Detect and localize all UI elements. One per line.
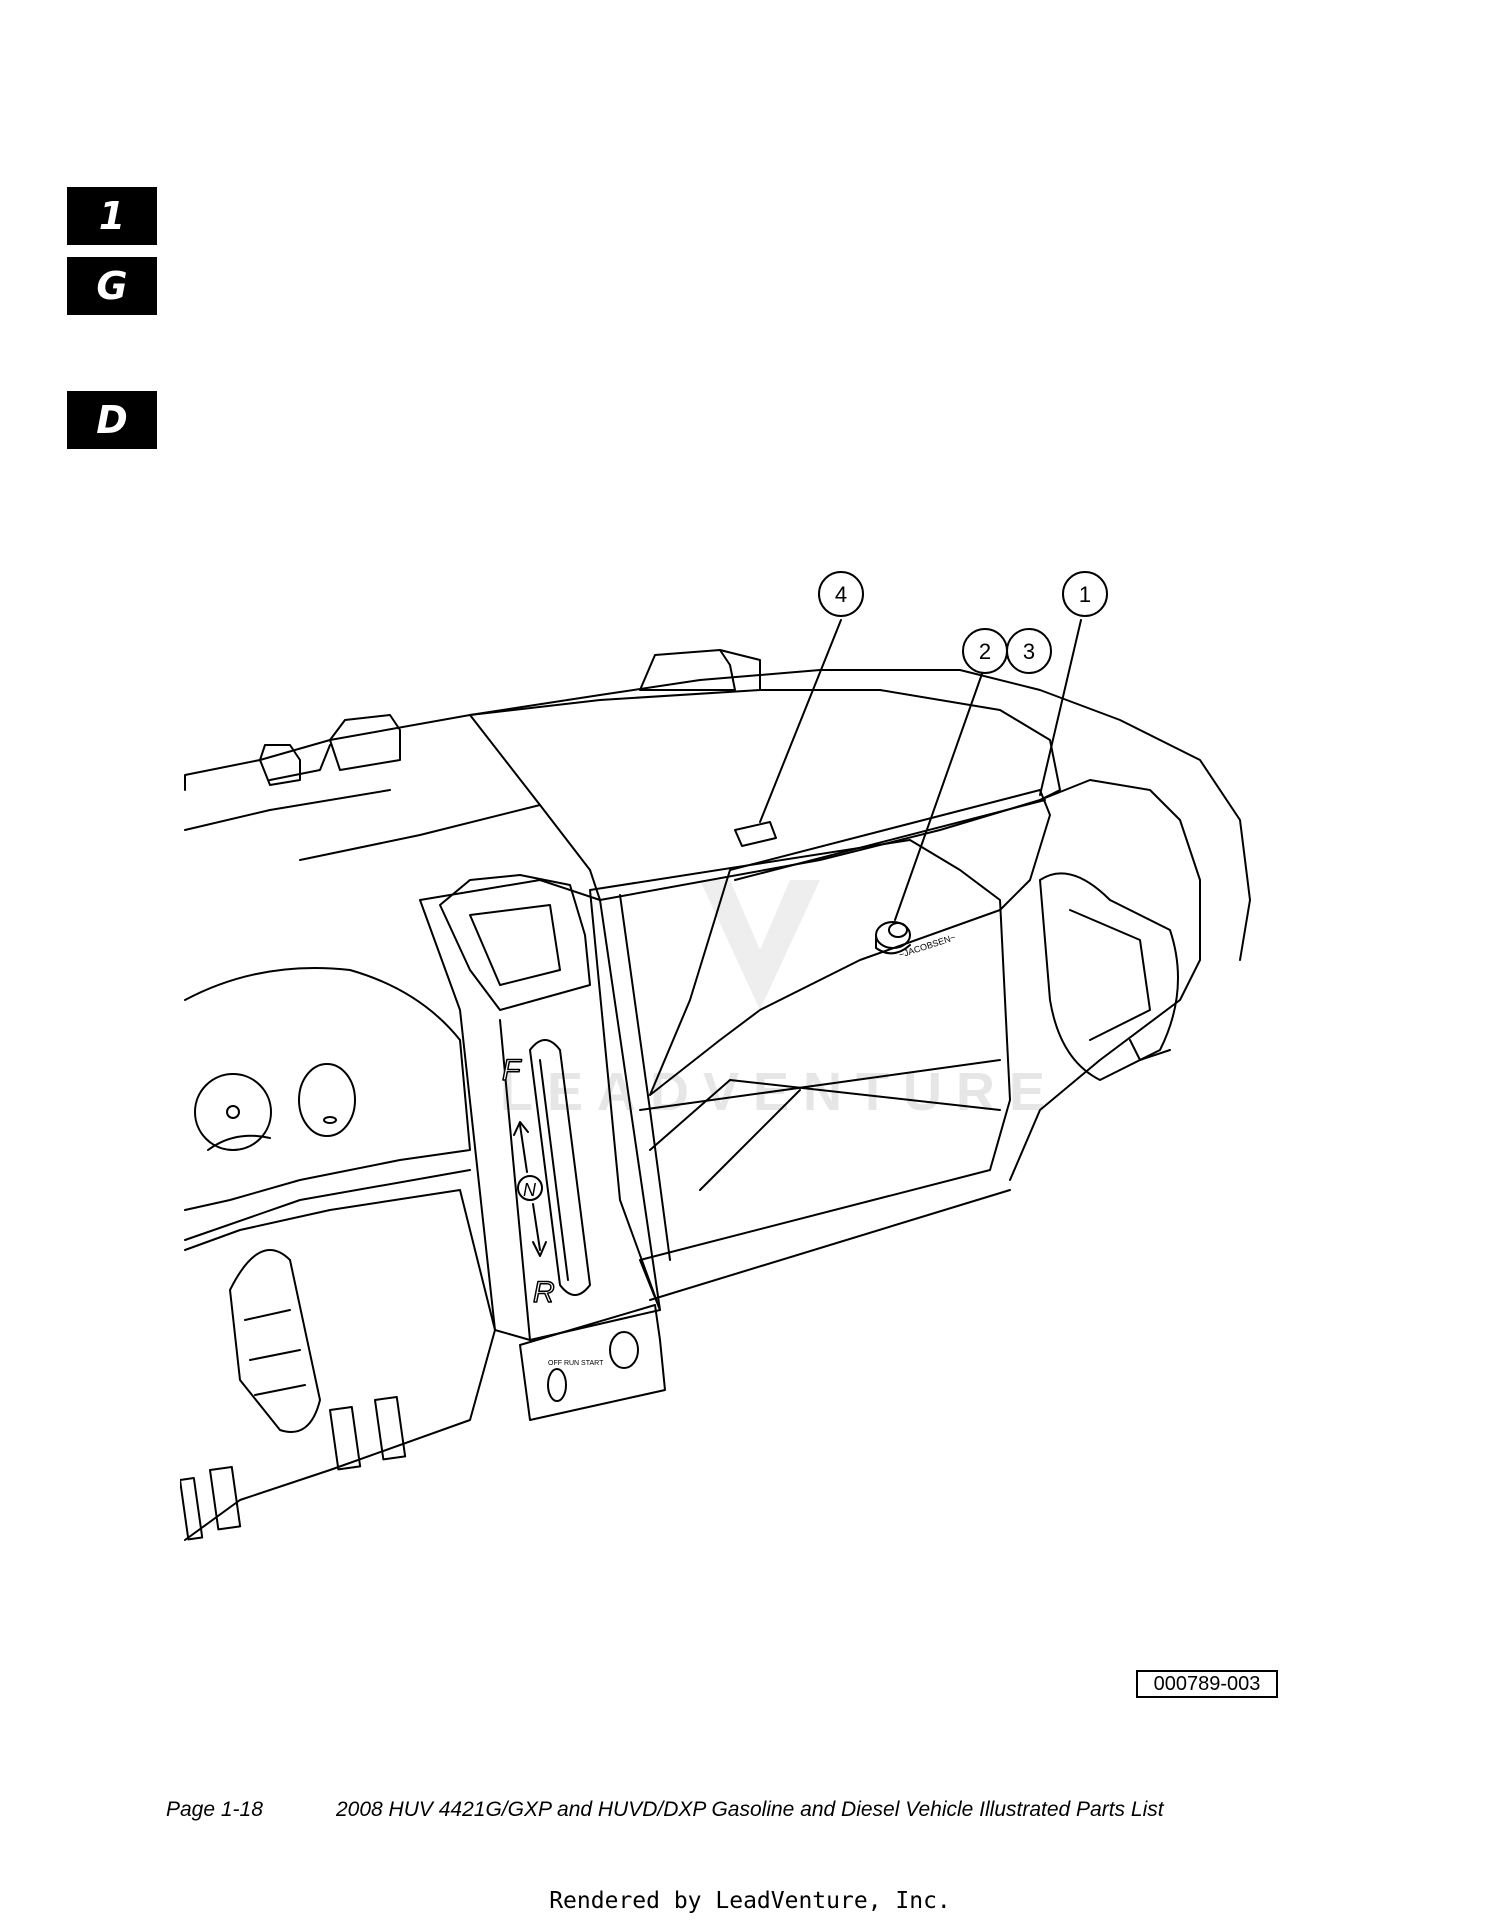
shifter-column-edge: [499, 1019, 531, 1341]
switch-4: [180, 1477, 204, 1541]
dash-crease: [299, 804, 541, 861]
cup-holder: [1039, 872, 1179, 1081]
glovebox-bottom-edge: [649, 1189, 1011, 1301]
vent-left-slats: [244, 1309, 306, 1396]
instrument-hood: [184, 967, 471, 1211]
latch-knob-base: [875, 934, 911, 955]
key-switch-ring: [547, 1368, 567, 1402]
rear-bracket-1: [259, 744, 301, 786]
glovebox-floor-line: [699, 1089, 801, 1191]
key-switch-panel: [519, 1304, 666, 1421]
right-side-panel: [1009, 779, 1201, 1181]
glovebox-floor-edge: [639, 1059, 1001, 1111]
cup-holder-tab: [1129, 1039, 1171, 1061]
switch-3: [209, 1465, 242, 1531]
section-tab-1: 1: [67, 187, 157, 245]
shifter-slot: [529, 1039, 591, 1296]
latch-tab: [734, 821, 777, 847]
cup-holder-inner: [1069, 909, 1151, 1041]
glovebox-opening: [589, 839, 1011, 1311]
vent-left: [229, 1249, 321, 1433]
glovebox-floor-inner: [649, 1079, 1001, 1151]
switch-2: [374, 1395, 407, 1461]
footer-page-number: Page 1-18: [166, 1798, 263, 1821]
dash-rear-bracket-left: [269, 744, 331, 781]
shifter-arrow-down: [532, 1203, 547, 1257]
gauge-fuel-center: [323, 1116, 337, 1124]
shifter-label-reverse: R: [533, 1276, 555, 1309]
callout-4-label: 4: [835, 582, 847, 607]
key-switch-label: OFF RUN START: [548, 1360, 604, 1367]
shifter-column: [419, 879, 661, 1341]
callout-3-label: 3: [1023, 639, 1035, 664]
dash-rear-edge: [184, 789, 391, 831]
shifter-label-neutral: N: [523, 1180, 537, 1200]
shifter-arrow-up: [513, 1121, 529, 1173]
rear-bracket-4: [719, 649, 761, 691]
shifter-label-forward: F: [502, 1054, 522, 1087]
gauge-speedometer: [194, 1073, 272, 1151]
callout-4: [818, 571, 864, 617]
rendered-by-credit: Rendered by LeadVenture, Inc.: [549, 1888, 951, 1914]
gauge-speedometer-center: [226, 1105, 240, 1119]
callout-leader-1: [1039, 619, 1082, 796]
callout-leader-2: [894, 670, 984, 921]
dashboard-glovebox-diagram: LEADVENTURE ~JACOBSEN~ F R N O: [180, 571, 1251, 1541]
grab-handle: [439, 874, 591, 1011]
glovebox-door: [649, 789, 1051, 1096]
callout-1: [1062, 571, 1108, 617]
figure-id-box: 000789-003: [1136, 1670, 1278, 1698]
gauge-speedometer-needle: [207, 1134, 271, 1151]
rear-bracket-2: [329, 714, 401, 771]
section-tab-g: G: [67, 257, 157, 315]
upper-dash-panel: [469, 689, 1061, 901]
callout-leader-4: [759, 619, 842, 823]
shifter-neutral-circle: [517, 1175, 543, 1201]
footer-document-title: 2008 HUV 4421G/GXP and HUVD/DXP Gasoline…: [336, 1798, 1164, 1821]
latch-knob-face: [888, 922, 908, 938]
shifter-slot-inner: [539, 1059, 569, 1281]
callout-3: [1006, 628, 1052, 674]
rear-bracket-3: [639, 649, 736, 691]
key-switch: [609, 1331, 639, 1369]
watermark-logo: [700, 880, 820, 1010]
dash-lower-face: [184, 1189, 496, 1541]
instrument-cluster-base: [184, 1169, 471, 1241]
section-tab-d: D: [67, 391, 157, 449]
callout-2-label: 2: [979, 639, 991, 664]
switch-1: [328, 1405, 362, 1471]
glovebox-door-edge: [734, 799, 1046, 881]
callout-1-label: 1: [1079, 582, 1091, 607]
grab-handle-inner: [469, 904, 561, 986]
gauge-fuel: [298, 1063, 356, 1137]
glovebox-left-wall: [619, 894, 671, 1261]
watermark-text: LEADVENTURE: [500, 1062, 1059, 1122]
